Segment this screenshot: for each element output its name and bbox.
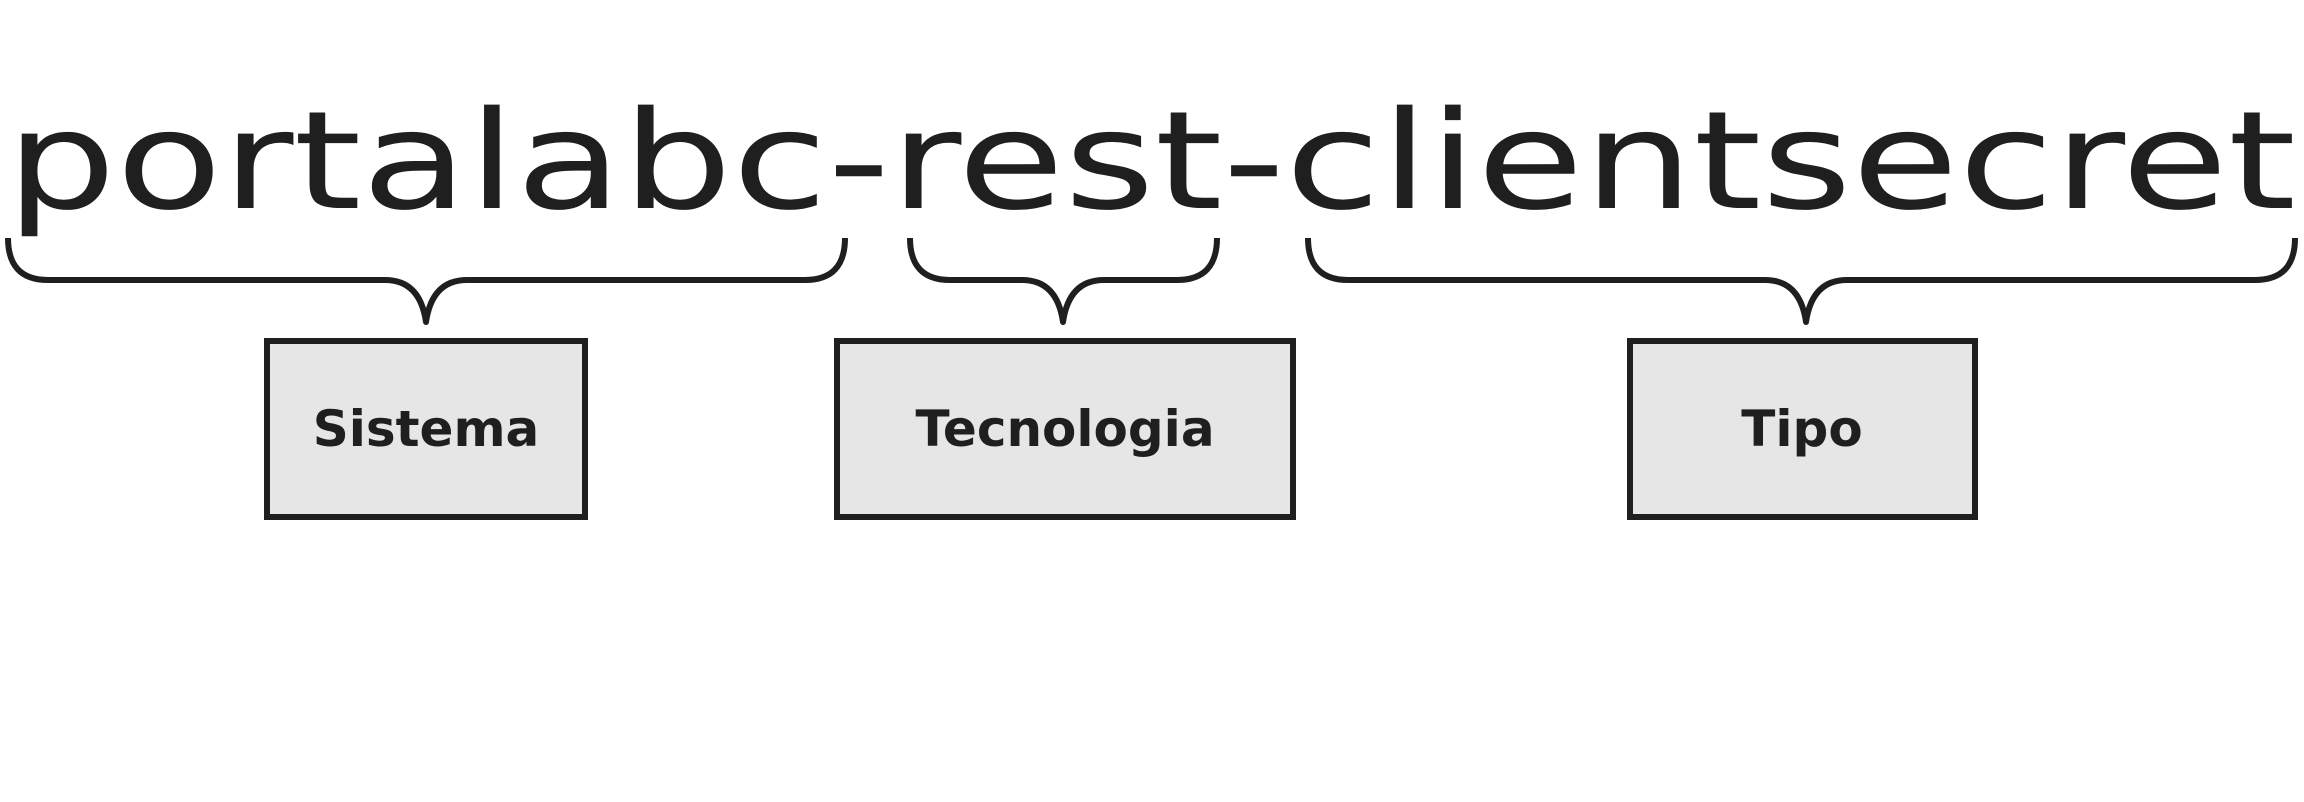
- label-technology: Tecnologia: [915, 400, 1214, 458]
- label-system: Sistema: [313, 400, 540, 458]
- box-type: [1627, 338, 1978, 520]
- label-type: Tipo: [1741, 400, 1862, 458]
- separator-1: -: [828, 83, 891, 241]
- brace-system: [5, 237, 848, 325]
- segment-system: portalabc: [6, 83, 828, 241]
- identifier-text: portalabc-rest-clientsecret: [6, 83, 2296, 241]
- label-box-type: Tipo: [1627, 338, 1978, 520]
- label-box-technology: Tecnologia: [834, 338, 1296, 520]
- segment-technology: rest: [890, 83, 1223, 241]
- separator-2: -: [1223, 83, 1286, 241]
- box-system: [264, 338, 588, 520]
- brace-type: [1305, 237, 2298, 325]
- segment-type: clientsecret: [1285, 83, 2296, 241]
- brace-technology: [907, 237, 1220, 325]
- box-technology: [834, 338, 1296, 520]
- label-box-system: Sistema: [264, 338, 588, 520]
